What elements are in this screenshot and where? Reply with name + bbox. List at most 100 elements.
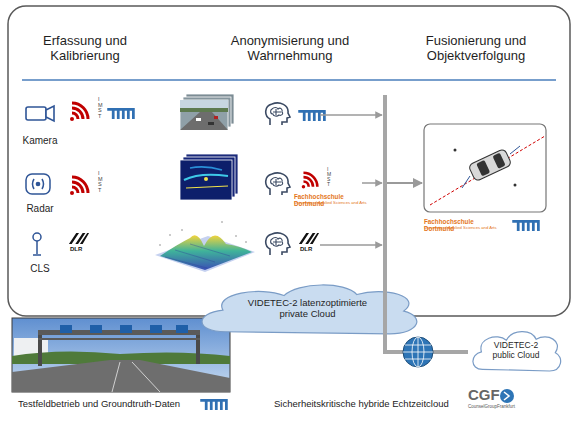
radar-heatmap	[184, 175, 228, 180]
tum-logo	[200, 399, 228, 410]
column-heading: Anonymisierung und Wahrnehmung	[190, 34, 390, 64]
cls-surface-plot	[235, 235, 237, 237]
brain-icon	[266, 103, 290, 125]
radar-icon	[26, 174, 50, 194]
camera-icon	[26, 107, 46, 120]
flow-arrow	[320, 114, 382, 116]
cls-surface-plot	[221, 221, 223, 223]
fusion-box	[424, 124, 546, 212]
cls-surface-plot	[165, 244, 230, 268]
antenna-icon	[33, 233, 41, 255]
fusion-box	[514, 184, 517, 187]
testfield-photo	[112, 362, 160, 392]
fusion-box	[468, 148, 512, 181]
testfield-photo	[120, 325, 132, 333]
cloud-node: VIDETEC-2 latenzoptimierte private Cloud	[190, 278, 425, 340]
camera-frames	[180, 108, 228, 112]
flow-arrow	[362, 182, 382, 184]
radar-icon	[36, 182, 39, 185]
antenna-icon	[33, 241, 41, 255]
testfield-photo	[12, 318, 230, 392]
camera-icon	[46, 106, 54, 121]
camera-frames	[208, 122, 214, 125]
testfield-photo	[90, 325, 102, 333]
logo-text: IMST	[98, 97, 103, 119]
camera-frames	[180, 112, 228, 130]
flow-arrow	[387, 182, 422, 184]
caption-text: Sicherheitskritische hybride Echtzeitclo…	[274, 399, 469, 410]
radar-heatmap	[190, 167, 222, 170]
sensor-node: Kamera	[12, 100, 68, 146]
logo-text: University of Applied Sciences and Arts	[424, 226, 514, 231]
testfield-photo	[150, 325, 162, 333]
cls-surface-plot	[155, 221, 255, 272]
camera-frames	[214, 116, 218, 119]
imst-logo	[302, 173, 318, 189]
fusion-box	[492, 153, 505, 169]
logo-text: CounselGroupFrankfurt	[468, 404, 548, 409]
cgf-mark	[504, 392, 509, 400]
fusion-box	[476, 160, 490, 176]
cls-surface-plot	[155, 236, 255, 272]
cgf-mark	[500, 389, 514, 403]
fusion-box	[454, 149, 457, 152]
dlr-logo	[69, 233, 89, 244]
globe-icon	[403, 337, 433, 367]
radar-heatmap	[204, 177, 208, 181]
testfield-photo	[60, 325, 72, 333]
logo-text: DLR	[300, 246, 324, 253]
node-text: CLS	[30, 263, 49, 275]
column-heading: Fusionierung und Objektverfolgung	[392, 34, 560, 64]
testfield-photo	[176, 325, 188, 333]
cls-surface-plot	[169, 234, 171, 236]
imst-logo	[70, 103, 88, 121]
testfield-photo	[12, 360, 230, 392]
data-bus	[383, 95, 387, 341]
cls-surface-plot	[159, 244, 161, 246]
testfield-photo	[12, 318, 230, 392]
cls-surface-plot	[181, 229, 183, 231]
header-rule	[22, 79, 556, 81]
cls-surface-plot	[160, 235, 252, 270]
logo-text: CGF	[468, 386, 504, 403]
cgf-mark	[500, 389, 514, 403]
node-text: VIDETEC-2 public Cloud	[483, 341, 549, 361]
camera-frames	[180, 100, 228, 130]
node-text: Kamera	[22, 135, 57, 147]
camera-frames	[180, 100, 228, 109]
cloud-node: VIDETEC-2 public Cloud	[468, 326, 564, 376]
logo-text: IMST	[98, 171, 103, 193]
fusion-box	[462, 146, 520, 188]
caption-text: Testfeldbetrieb und Groundtruth-Daten	[18, 399, 208, 410]
tum-logo	[107, 108, 135, 119]
radar-heatmap	[186, 186, 228, 188]
testfield-photo	[196, 330, 200, 364]
fusion-box	[430, 136, 545, 205]
radar-heatmap	[180, 154, 238, 200]
camera-icon	[26, 106, 54, 121]
logo-text: University of Applied Sciences and Arts	[294, 201, 374, 206]
frame-outline	[8, 6, 570, 316]
logo-text: DLR	[70, 246, 94, 253]
sensor-node: Radar	[12, 168, 68, 214]
tum-logo	[512, 220, 540, 231]
sensor-node: CLS	[12, 228, 68, 274]
radar-icon	[33, 179, 44, 189]
brain-icon	[266, 173, 290, 195]
fusion-box	[468, 148, 512, 181]
dlr-logo	[299, 233, 319, 244]
camera-frames	[196, 118, 201, 121]
node-text: VIDETEC-2 latenzoptimierte private Cloud	[238, 298, 378, 320]
testfield-photo	[38, 330, 42, 366]
cloud-outline	[473, 332, 561, 371]
logo-text: IMST	[327, 167, 332, 187]
camera-frames	[180, 94, 234, 130]
cls-surface-plot	[245, 241, 247, 243]
radar-icon	[26, 174, 50, 194]
antenna-icon	[33, 233, 41, 241]
column-heading: Erfassung und Kalibrierung	[20, 34, 150, 64]
fusion-box	[424, 124, 546, 212]
